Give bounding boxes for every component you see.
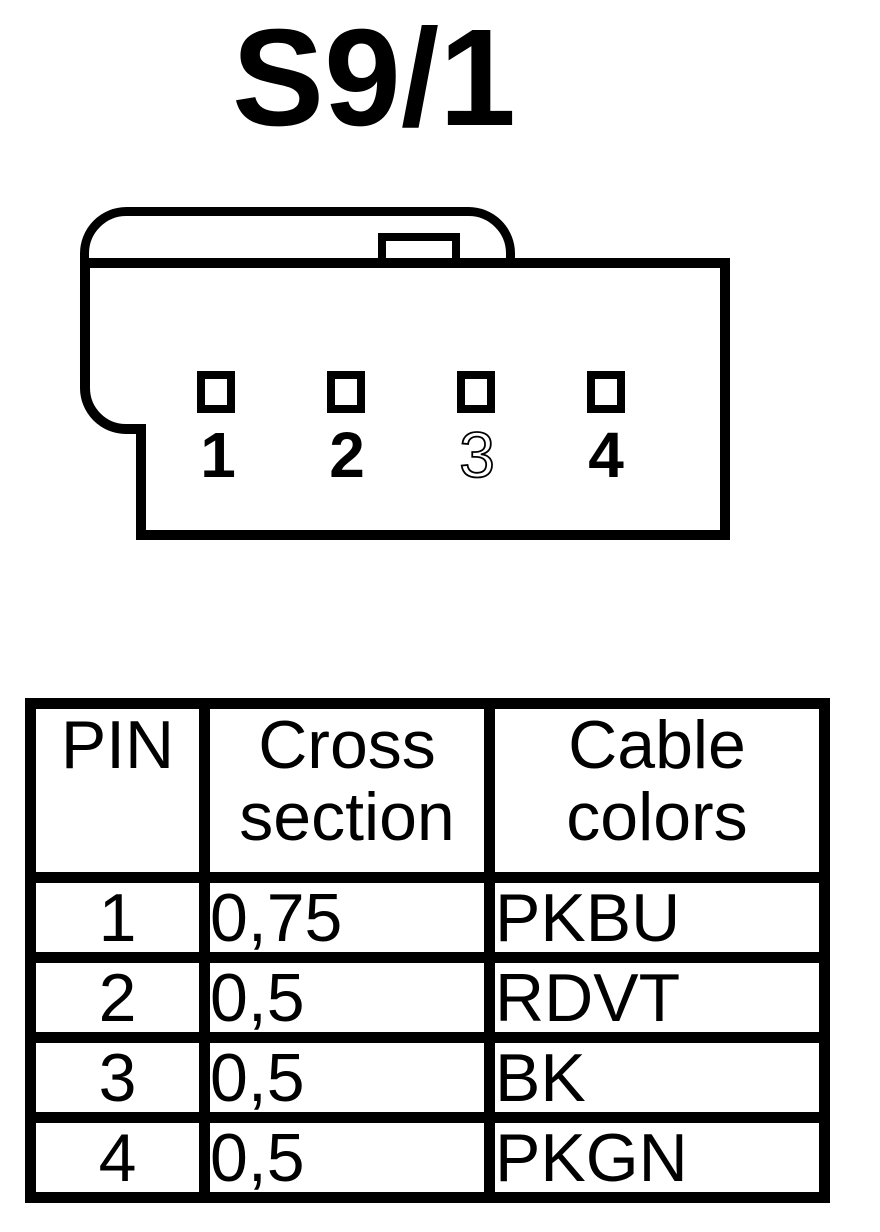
table-header-row: PIN Cross section Cable colors (36, 709, 819, 883)
connector-body-outline (80, 258, 730, 540)
page-title: S9/1 (232, 1, 516, 155)
row-2-color: RDVT (495, 963, 819, 1043)
row-4-pin: 4 (36, 1123, 210, 1192)
row-2-pin: 2 (36, 963, 210, 1043)
row-3-cross: 0,5 (210, 1043, 495, 1123)
pin-3-cavity (457, 371, 495, 413)
header-cross-section: Cross section (210, 709, 495, 883)
row-2-cross: 0,5 (210, 963, 495, 1043)
header-cable-colors: Cable colors (495, 709, 819, 883)
table-row: 1 0,75 PKBU (36, 883, 819, 963)
header-pin: PIN (36, 709, 210, 883)
pin-2-label: 2 (329, 419, 365, 491)
row-4-color: PKGN (495, 1119, 688, 1196)
row-1-pin: 1 (36, 883, 210, 963)
table-row: 3 0,5 BK (36, 1043, 819, 1123)
row-1-cross: 0,75 (210, 883, 495, 963)
pin-assignment-table: PIN Cross section Cable colors 1 0,75 PK… (25, 698, 830, 1203)
pin-4-label: 4 (588, 419, 624, 491)
row-3-color: BK (495, 1043, 819, 1123)
connector-diagram: S9/1 1 2 3 4 (80, 1, 730, 540)
pin-1-label: 1 (200, 419, 236, 491)
pin-1-cavity (197, 371, 235, 413)
row-3-pin: 3 (36, 1043, 210, 1123)
row-4-cross: 0,5 (210, 1123, 495, 1192)
row-1-color: PKBU (495, 883, 819, 963)
pin-4-cavity (587, 371, 625, 413)
table-row: 2 0,5 RDVT (36, 963, 819, 1043)
table-row: 4 0,5 PKGN (36, 1123, 819, 1192)
pin-3-label: 3 (459, 419, 495, 491)
pin-2-cavity (327, 371, 365, 413)
